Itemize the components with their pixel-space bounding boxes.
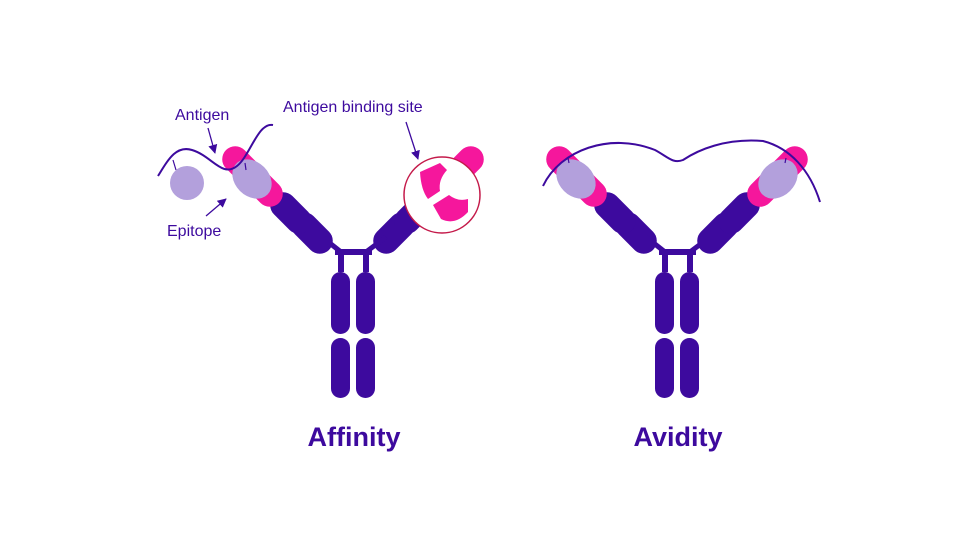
avidity-antibody (540, 140, 814, 398)
affinity-antibody (216, 140, 490, 398)
binding-site-pointer-arrow (405, 121, 420, 160)
left-epitope (556, 159, 596, 199)
right-epitope (758, 159, 798, 199)
binding-site-label: Antigen binding site (283, 99, 423, 116)
left-arm (540, 140, 663, 260)
multivalent-antigen (542, 139, 821, 203)
stem (322, 237, 386, 398)
epitope-pointer-arrow (205, 198, 227, 217)
avidity-title: Avidity (633, 422, 722, 452)
epitope-label: Epitope (167, 223, 221, 240)
binding-site-detail (420, 163, 468, 222)
affinity-title: Affinity (308, 422, 401, 452)
free-antigen (170, 166, 204, 200)
stem (646, 237, 710, 398)
right-arm (691, 140, 814, 260)
antigen-label: Antigen (175, 107, 229, 124)
bound-antigen-epitope (232, 159, 272, 199)
antigen-strand (157, 123, 274, 177)
antigen-pointer-arrow (207, 127, 218, 154)
left-arm (216, 140, 339, 260)
